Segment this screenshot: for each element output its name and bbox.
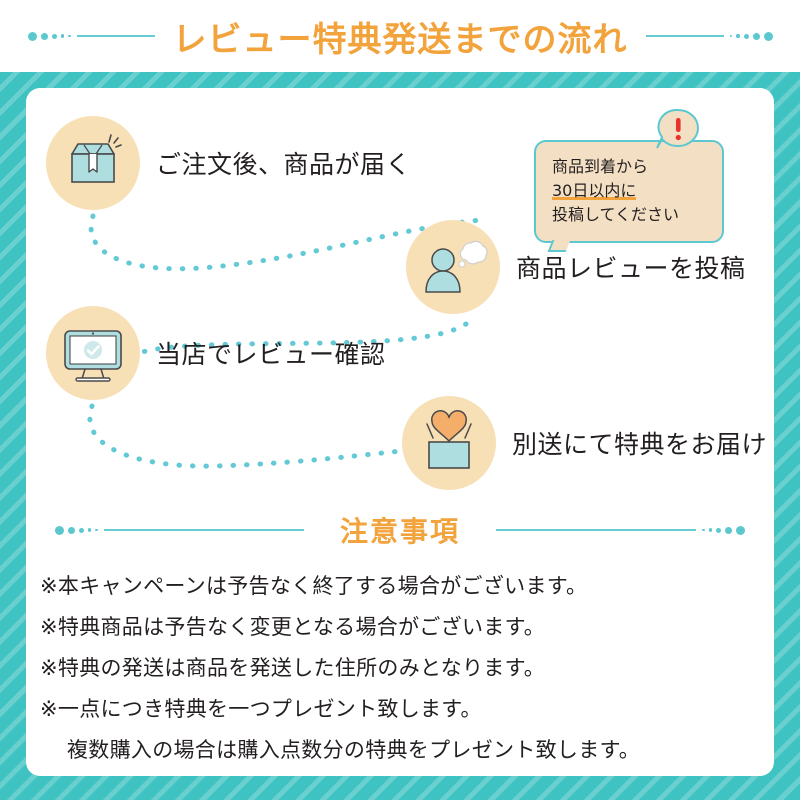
deco-dot	[725, 526, 732, 534]
notice-title: 注意事項	[339, 515, 460, 548]
flow-step-3: 当店でレビュー確認	[46, 306, 386, 400]
deco-dot	[736, 525, 745, 535]
page-title: レビュー特典発送までの流れ	[172, 19, 628, 60]
notice-decoration-left	[53, 525, 304, 535]
deco-line	[76, 35, 155, 37]
package-box-icon	[71, 134, 122, 183]
deco-dot	[708, 528, 712, 532]
deco-dot	[95, 528, 98, 532]
note-highlight: 30日以内に	[552, 181, 637, 200]
deco-line	[496, 529, 696, 531]
step-1-label: ご注文後、商品が届く	[156, 150, 412, 179]
note-line-1: 商品到着から	[552, 157, 649, 176]
notice-decoration-right	[496, 525, 747, 535]
step-2-icon-circle	[406, 220, 500, 314]
flow-diagram: ご注文後、商品が届く 商品レビューを投稿	[26, 88, 774, 490]
notice-item: ※特典の発送は商品を発送した住所のみとなります。	[40, 655, 546, 680]
deadline-note: 商品到着から 30日以内に 投稿してください	[534, 140, 724, 252]
deco-dot	[743, 33, 749, 39]
notice-item: ※特典商品は予告なく変更となる場合がございます。	[40, 614, 546, 639]
gift-heart-icon	[426, 410, 472, 469]
note-line-3: 投稿してください	[552, 205, 680, 224]
flow-step-2: 商品レビューを投稿	[406, 220, 746, 314]
header-decoration-left	[26, 31, 155, 41]
step-1-icon-circle	[46, 116, 140, 210]
deco-dot	[87, 528, 92, 532]
deco-dot	[752, 32, 760, 40]
monitor-check-icon	[64, 330, 122, 382]
flow-step-1: ご注文後、商品が届く	[46, 116, 411, 210]
deco-dot	[67, 526, 75, 534]
deco-dot	[729, 34, 732, 38]
step-2-label: 商品レビューを投稿	[516, 254, 746, 283]
deco-line	[103, 529, 304, 531]
deco-dot	[51, 33, 57, 39]
deco-dot	[27, 31, 37, 41]
notice-list: ※本キャンペーンは予告なく終了する場合がございます。 ※特典商品は予告なく変更と…	[40, 566, 760, 771]
notice-item: ※本キャンペーンは予告なく終了する場合がございます。	[40, 574, 588, 598]
deco-line	[645, 35, 724, 37]
content-card: ご注文後、商品が届く 商品レビューを投稿	[26, 88, 774, 776]
step-3-icon-circle	[46, 306, 140, 400]
notice-item: 複数購入の場合は購入点数分の特典をプレゼント致します。	[67, 737, 640, 762]
notice-item: ※一点につき特典を一つプレゼント致します。	[40, 696, 482, 721]
deco-dot	[716, 527, 721, 533]
deco-dot	[702, 528, 705, 532]
header-decoration-right	[645, 31, 775, 41]
deco-dot	[78, 527, 84, 533]
alert-exclamation-icon	[656, 108, 699, 149]
connector-dots-2	[93, 321, 469, 391]
deco-dot	[54, 525, 64, 535]
deco-dot	[60, 34, 64, 38]
notice-header: 注意事項	[26, 496, 774, 564]
page-header: レビュー特典発送までの流れ	[0, 0, 800, 72]
deco-dot	[736, 34, 740, 38]
flow-step-4: 別送にて特典をお届け	[402, 396, 767, 490]
deco-dot	[68, 34, 71, 38]
step-4-label: 別送にて特典をお届け	[512, 430, 768, 459]
deco-dot	[40, 32, 48, 40]
deco-dot	[763, 31, 773, 41]
connector-dots-1	[88, 213, 484, 272]
note-line-2: 30日以内に	[552, 179, 708, 203]
step-3-label: 当店でレビュー確認	[156, 340, 386, 369]
step-4-icon-circle	[402, 396, 496, 490]
person-review-icon	[425, 240, 488, 293]
